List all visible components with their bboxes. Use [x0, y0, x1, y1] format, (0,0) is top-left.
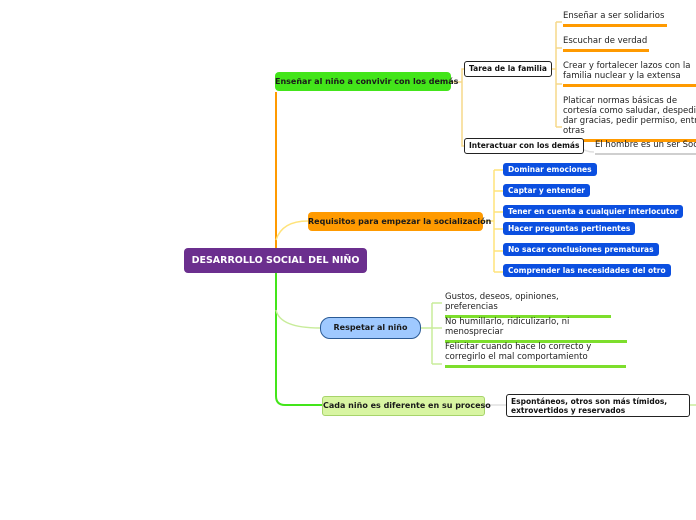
branch-respetar[interactable]: Respetar al niño	[320, 317, 421, 339]
topic-felicitar[interactable]: Felicitar cuando hace lo correcto y corr…	[445, 342, 626, 368]
req-preguntas[interactable]: Hacer preguntas pertinentes	[503, 222, 636, 235]
link-b1-interact	[461, 82, 465, 147]
topic-ser-social[interactable]: El hombre es un ser Social	[595, 140, 696, 155]
branch-cada-nino[interactable]: Cada niño es diferente en su proceso	[322, 396, 491, 416]
req-conclusiones[interactable]: No sacar conclusiones prematuras	[503, 243, 659, 256]
req-captar-entender[interactable]: Captar y entender	[503, 184, 590, 197]
branch-requisitos[interactable]: Requisitos para empezar la socialización	[308, 212, 491, 231]
link-root-branch-2	[275, 220, 309, 241]
topic-gustos[interactable]: Gustos, deseos, opiniones, preferencias	[445, 292, 611, 318]
node-espontaneos[interactable]: Espontáneos, otros son más tímidos, extr…	[506, 394, 690, 417]
topic-lazos-familia[interactable]: Crear y fortalecer lazos con la familia …	[563, 61, 696, 87]
node-tarea-familia[interactable]: Tarea de la familia	[464, 61, 552, 77]
root-node[interactable]: DESARROLLO SOCIAL DEL NIÑO	[184, 248, 367, 273]
link-root-trunk-down	[275, 272, 322, 406]
node-interactuar[interactable]: Interactuar con los demás	[464, 138, 585, 154]
link-root-branch-3	[275, 309, 321, 329]
req-interlocutor[interactable]: Tener en cuenta a cualquier interlocutor	[503, 205, 684, 218]
topic-escuchar[interactable]: Escuchar de verdad	[563, 36, 649, 52]
req-dominar-emociones[interactable]: Dominar emociones	[503, 163, 597, 176]
topic-solidarios[interactable]: Enseñar a ser solidarios	[563, 11, 667, 27]
req-necesidades[interactable]: Comprender las necesidades del otro	[503, 264, 671, 277]
topic-no-humillar[interactable]: No humillarlo, ridiculizarlo, ni menospr…	[445, 317, 627, 343]
topic-normas-cortesia[interactable]: Platicar normas básicas de cortesía como…	[563, 96, 696, 142]
branch-ensenar-convivir[interactable]: Enseñar al niño a convivir con los demás	[275, 72, 458, 91]
